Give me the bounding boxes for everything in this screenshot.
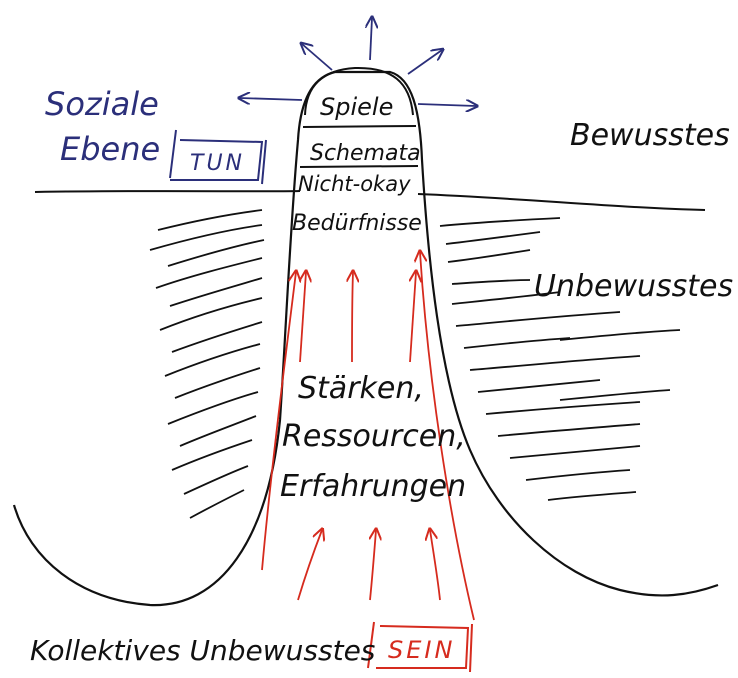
arrow-right-icon: [417, 104, 476, 106]
label-ebene: Ebene: [60, 130, 160, 168]
level-separator: [299, 165, 419, 168]
label-bewusstes: Bewusstes: [570, 118, 730, 153]
level-nicht-okay: Nicht-okay: [298, 172, 411, 196]
hatch-right: [439, 217, 681, 501]
arrow-up-right-icon: [407, 50, 442, 75]
red-arrows: [261, 252, 475, 621]
level-separator: [302, 125, 417, 128]
label-unbewusstes: Unbewusstes: [534, 269, 733, 304]
arrow-up-left-icon: [302, 44, 333, 71]
arrow-left-icon: [240, 98, 303, 100]
waterline: [34, 190, 706, 211]
social-arrows: [240, 18, 476, 106]
sein-box: [367, 621, 473, 673]
tun-box: [169, 129, 267, 185]
level-spiele: Spiele: [320, 93, 393, 121]
inner-line-1: Stärken,: [298, 371, 424, 406]
inner-line-2: Ressourcen,: [282, 419, 466, 454]
level-beduerfnisse: Bedürfnisse: [292, 211, 422, 236]
label-soziale: Soziale: [45, 85, 159, 123]
label-sein: SEIN: [388, 636, 455, 664]
inner-line-3: Erfahrungen: [280, 469, 466, 504]
label-tun: TUN: [190, 151, 245, 176]
tower-dome: [304, 66, 414, 116]
label-kollektives: Kollektives Unbewusstes: [30, 634, 375, 667]
arrow-up-icon: [370, 18, 372, 61]
level-schemata: Schemata: [310, 141, 421, 166]
hatch-left: [149, 209, 265, 519]
